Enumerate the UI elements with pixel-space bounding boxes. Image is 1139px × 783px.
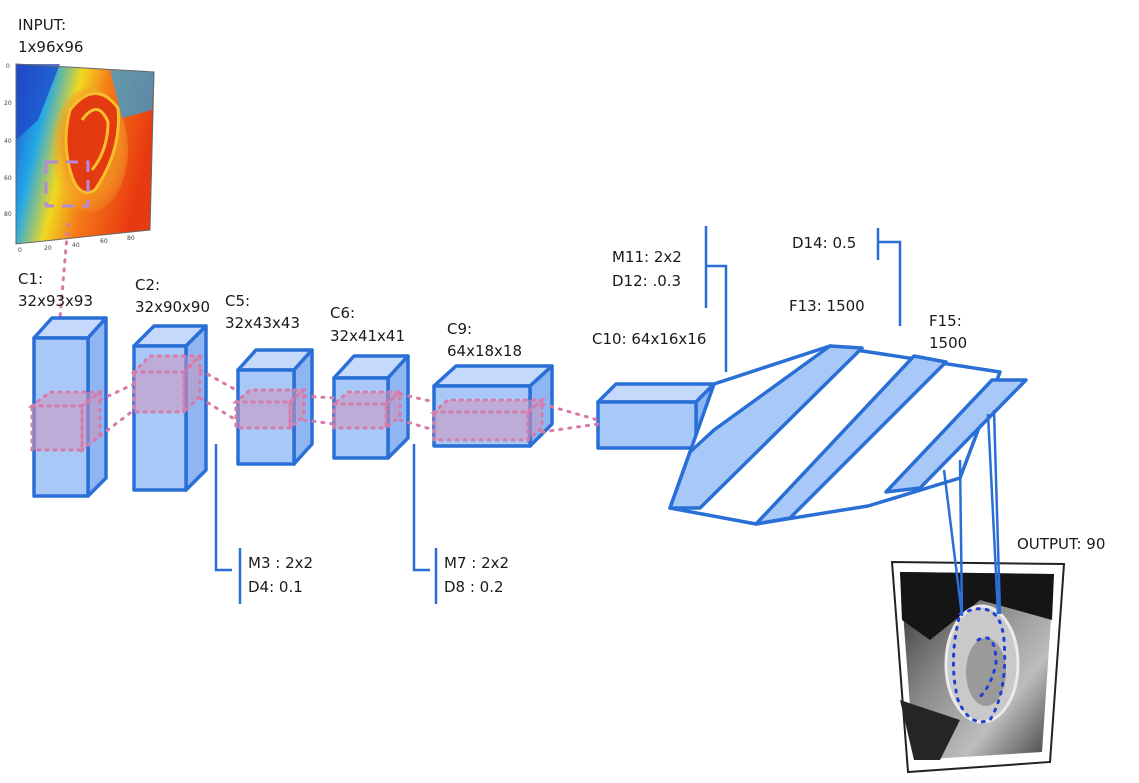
input-heatmap-image [15,63,155,245]
heatmap-y-tick: 60 [4,175,12,182]
output-connectors [942,409,1002,617]
d14-label: D14: 0.5 [792,234,856,252]
d12-label: D12: .0.3 [612,272,681,290]
c9-size: 64x18x18 [447,342,522,360]
d8-label: D8 : 0.2 [444,578,504,596]
input-title: INPUT: [18,16,66,34]
f15-layer-band [884,378,1028,494]
c10-label: C10: 64x16x16 [592,330,706,348]
heatmap-x-ticks: 0 20 40 60 80 [18,235,135,254]
c1-c2-connector [98,382,136,438]
heatmap-x-tick: 20 [44,245,52,252]
heatmap-y-tick: 80 [4,211,12,218]
c6-kernel-window [329,388,405,432]
c5-size: 32x43x43 [225,314,300,332]
heatmap-x-tick: 80 [127,235,135,242]
heatmap-y-tick: 40 [4,138,12,145]
c6-name: C6: [330,304,355,322]
f13-layer-band [668,344,864,510]
m7-d8-bracket [412,444,438,604]
m3-d4-bracket [214,444,242,604]
c9-kernel-window [429,396,547,444]
c1-size: 32x93x93 [18,292,93,310]
c1-kernel-window [27,388,105,454]
f15-size: 1500 [929,334,967,352]
output-title: OUTPUT: 90 [1017,535,1105,553]
heatmap-x-tick: 40 [72,242,80,249]
input-size: 1x96x96 [18,38,83,56]
c2-kernel-window [130,352,204,416]
fc-layers [668,344,1028,526]
f13b-layer-band [754,354,948,526]
m3-label: M3 : 2x2 [248,554,313,572]
c9-name: C9: [447,320,472,338]
ear-landmark-inner [974,636,998,702]
c6-c9-connector [398,392,436,432]
d4-label: D4: 0.1 [248,578,303,596]
d14-bracket [876,228,902,326]
c6-size: 32x41x41 [330,327,405,345]
heatmap-y-ticks: 0 20 40 60 80 [4,63,12,218]
c1-name: C1: [18,270,43,288]
heatmap-y-tick: 20 [4,100,12,107]
ear-landmark-outer [952,607,1007,724]
c9-c10-connector [540,402,600,434]
heatmap-x-tick: 60 [100,238,108,245]
m11-label: M11: 2x2 [612,248,682,266]
c2-size: 32x90x90 [135,298,210,316]
heatmap-x-tick: 0 [18,247,22,254]
c5-name: C5: [225,292,250,310]
output-ear-photo [890,560,1066,774]
f15-name: F15: [929,312,962,330]
c5-kernel-window [231,386,309,432]
heatmap-y-tick: 0 [6,63,10,70]
c2-c5-connector [198,368,238,422]
input-kernel-connector [58,222,70,320]
m7-label: M7 : 2x2 [444,554,509,572]
m11-d12-bracket [704,226,728,372]
f13-label: F13: 1500 [789,297,865,315]
c2-name: C2: [135,276,160,294]
